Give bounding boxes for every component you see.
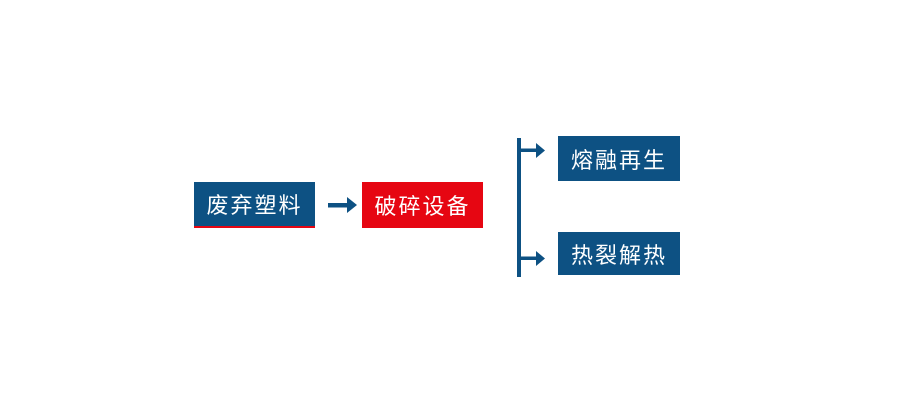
branch-connector-line [517, 138, 521, 277]
branch-arrow-top-icon [521, 143, 545, 158]
node-waste-plastic-label: 废弃塑料 [206, 193, 303, 218]
node-crushing-equipment: 破碎设备 [362, 182, 483, 228]
branch-arrow-bottom-icon [521, 251, 545, 266]
arrow-right-icon [328, 197, 357, 213]
node-thermal-pyrolysis: 热裂解热 [558, 232, 680, 275]
node-thermal-pyrolysis-label: 热裂解热 [570, 242, 667, 268]
node-melt-regeneration: 熔融再生 [558, 136, 680, 181]
node-melt-regeneration-label: 熔融再生 [570, 147, 667, 173]
node-crushing-equipment-label: 破碎设备 [374, 194, 471, 219]
node-waste-plastic: 废弃塑料 [194, 182, 315, 228]
